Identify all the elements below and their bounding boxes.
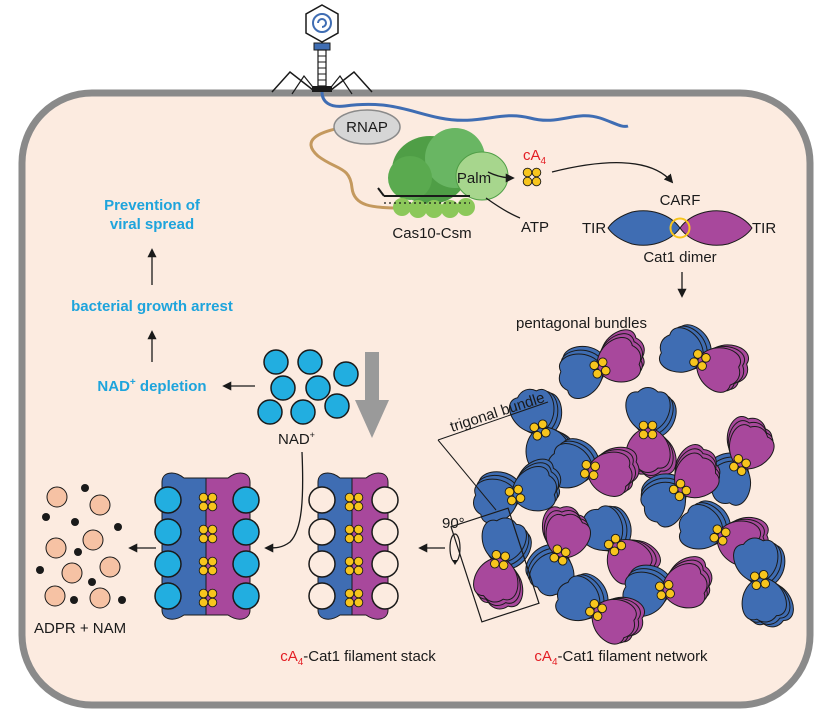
tir-left-label: TIR: [582, 220, 606, 237]
atp-label: ATP: [521, 219, 549, 236]
palm-label: Palm: [457, 170, 491, 187]
rnap-label: RNAP: [346, 119, 388, 136]
filament-stack: [308, 472, 399, 620]
filament-stack-nad-bound: [154, 472, 260, 620]
cat1-dimer: CARF TIR TIR Cat1 dimer: [582, 192, 776, 266]
prevention-line2: viral spread: [110, 216, 194, 233]
carf-label: CARF: [660, 192, 701, 209]
rnap-blob: RNAP: [333, 109, 401, 145]
big-down-arrow: [355, 352, 389, 438]
prevention-line1: Prevention of: [104, 197, 201, 214]
filament-network-caption: cA4-Cat1 filament network: [534, 648, 708, 668]
nad-depletion-label: NAD+ depletion: [97, 377, 206, 395]
adpr-nam-label: ADPR + NAM: [34, 620, 126, 637]
nad-molecules: [257, 349, 359, 425]
rotate-90-icon: 90°: [442, 515, 465, 565]
cas10-csm-label: Cas10-Csm: [392, 225, 471, 242]
filament-stack-caption: cA4-Cat1 filament stack: [280, 648, 436, 668]
tir-right-label: TIR: [752, 220, 776, 237]
adpr-nam-products: [36, 484, 126, 609]
pentagonal-bundles-label: pentagonal bundles: [516, 315, 647, 332]
cat1-dimer-label: Cat1 dimer: [643, 249, 716, 266]
rna-transcript: [309, 126, 470, 210]
phage-icon: [271, 4, 373, 95]
cas10-csm-complex: Palm Cas10-Csm: [377, 128, 509, 242]
ca4-label: cA4: [523, 147, 547, 167]
nad-label: NAD+: [278, 430, 315, 448]
growth-arrest-label: bacterial growth arrest: [71, 298, 233, 315]
svg-text:90°: 90°: [442, 515, 465, 532]
viral-dna: [320, 91, 629, 128]
